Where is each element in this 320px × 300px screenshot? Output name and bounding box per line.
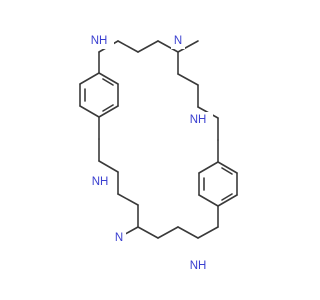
bond — [198, 194, 219, 207]
bond — [217, 161, 238, 174]
bonds — [79, 40, 238, 239]
amine-nh-label-bottom: NH — [190, 260, 207, 272]
bond — [79, 72, 100, 85]
double-bond — [221, 167, 233, 175]
amine-nh-label-top: NH — [91, 35, 108, 47]
bond — [198, 161, 219, 174]
bond — [137, 226, 159, 239]
bond — [157, 226, 179, 239]
double-bond — [102, 78, 114, 86]
atom-labels: NH N NH NH N NH — [87, 33, 213, 274]
amine-nh-label-left: NH — [92, 176, 109, 188]
bond — [157, 40, 179, 53]
molecule-structure: NH N NH NH N NH — [79, 33, 238, 274]
bond — [137, 40, 159, 53]
bond — [98, 72, 119, 85]
double-bond — [102, 104, 114, 112]
bond — [79, 105, 100, 118]
amine-nh-label-right: NH — [190, 114, 207, 126]
bond — [177, 40, 199, 53]
amine-n-label-top: N — [174, 35, 182, 47]
amine-n-label-bottom: N — [115, 232, 123, 244]
bond — [98, 105, 119, 118]
bond — [117, 193, 139, 206]
bond — [177, 226, 199, 239]
bond — [217, 194, 238, 207]
double-bond — [221, 193, 233, 201]
bond — [117, 40, 139, 53]
bond — [98, 160, 119, 173]
bond — [197, 226, 219, 239]
bond — [177, 73, 199, 86]
structure-canvas: NH N NH NH N NH — [79, 33, 238, 274]
